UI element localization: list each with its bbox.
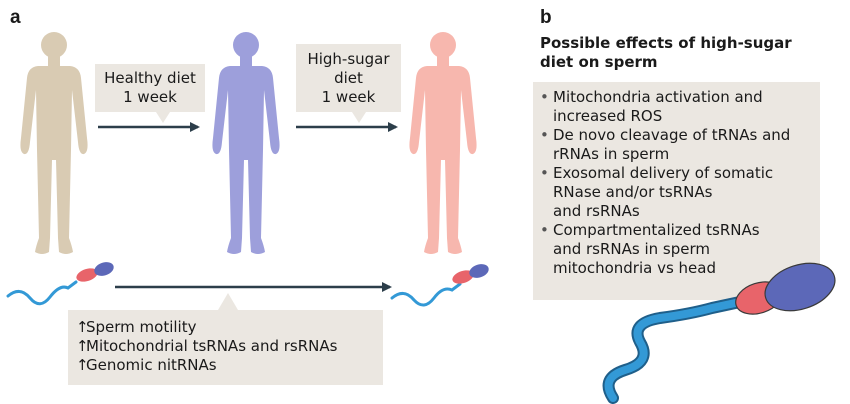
panel-b-label: b bbox=[540, 7, 552, 28]
healthy-diet-callout: Healthy diet 1 week bbox=[95, 69, 205, 107]
sperm-icon bbox=[602, 262, 836, 404]
list-item: • Exosomal delivery of somatic RNase and… bbox=[540, 164, 812, 221]
callout-line: Healthy diet bbox=[104, 69, 196, 87]
list-item: ↑Sperm motility bbox=[76, 318, 337, 337]
panel-a-label: a bbox=[10, 7, 21, 28]
human-figure-icon bbox=[20, 32, 88, 254]
item-line: Exosomal delivery of somatic bbox=[553, 164, 774, 182]
callout-line: High-sugar bbox=[307, 50, 390, 68]
title-line: Possible effects of high-sugar bbox=[540, 34, 792, 52]
list-item: ↑Mitochondrial tsRNAs and rsRNAs bbox=[76, 337, 337, 356]
item-line: Compartmentalized tsRNAs bbox=[553, 221, 760, 239]
item-line: and rsRNAs in sperm bbox=[553, 240, 710, 258]
callout-line: 1 week bbox=[123, 88, 177, 106]
list-item: ↑Genomic nitRNAs bbox=[76, 356, 337, 375]
high-sugar-callout-box bbox=[296, 44, 401, 123]
callout-line: 1 week bbox=[321, 88, 376, 106]
effects-list-box bbox=[533, 82, 820, 300]
sperm-icon bbox=[6, 262, 114, 306]
human-figure-icon bbox=[409, 32, 477, 254]
bullet-icon: • bbox=[540, 126, 549, 144]
bullet-icon: • bbox=[540, 88, 549, 106]
sperm-icon bbox=[390, 264, 489, 307]
human-figure-icon bbox=[212, 32, 280, 254]
item-line: Mitochondria activation and bbox=[553, 88, 763, 106]
item-line: rRNAs in sperm bbox=[553, 145, 670, 163]
effect-text: Sperm motility bbox=[86, 318, 197, 336]
up-arrow-icon: ↑ bbox=[76, 318, 89, 336]
item-line: mitochondria vs head bbox=[553, 259, 717, 277]
healthy-diet-callout-box bbox=[95, 64, 205, 123]
up-arrow-icon: ↑ bbox=[76, 337, 89, 355]
item-line: De novo cleavage of tRNAs and bbox=[553, 126, 791, 144]
sperm-effects-box bbox=[68, 293, 383, 385]
up-arrow-icon: ↑ bbox=[76, 356, 89, 374]
item-line: RNase and/or tsRNAs bbox=[553, 183, 713, 201]
list-item: • Mitochondria activation and increased … bbox=[540, 88, 812, 126]
callout-line: diet bbox=[334, 69, 363, 87]
sperm-effects-list: ↑Sperm motility ↑Mitochondrial tsRNAs an… bbox=[76, 318, 337, 375]
panel-b-title: Possible effects of high-sugar diet on s… bbox=[540, 34, 840, 72]
item-line: and rsRNAs bbox=[553, 202, 640, 220]
list-item: • Compartmentalized tsRNAs and rsRNAs in… bbox=[540, 221, 812, 278]
title-line: diet on sperm bbox=[540, 53, 658, 71]
list-item: • De novo cleavage of tRNAs and rRNAs in… bbox=[540, 126, 812, 164]
effect-text: Genomic nitRNAs bbox=[86, 356, 217, 374]
possible-effects-list: • Mitochondria activation and increased … bbox=[540, 88, 812, 278]
bullet-icon: • bbox=[540, 164, 549, 182]
high-sugar-callout: High-sugar diet 1 week bbox=[296, 50, 401, 107]
effect-text: Mitochondrial tsRNAs and rsRNAs bbox=[86, 337, 338, 355]
item-line: increased ROS bbox=[553, 107, 663, 125]
bullet-icon: • bbox=[540, 221, 549, 239]
